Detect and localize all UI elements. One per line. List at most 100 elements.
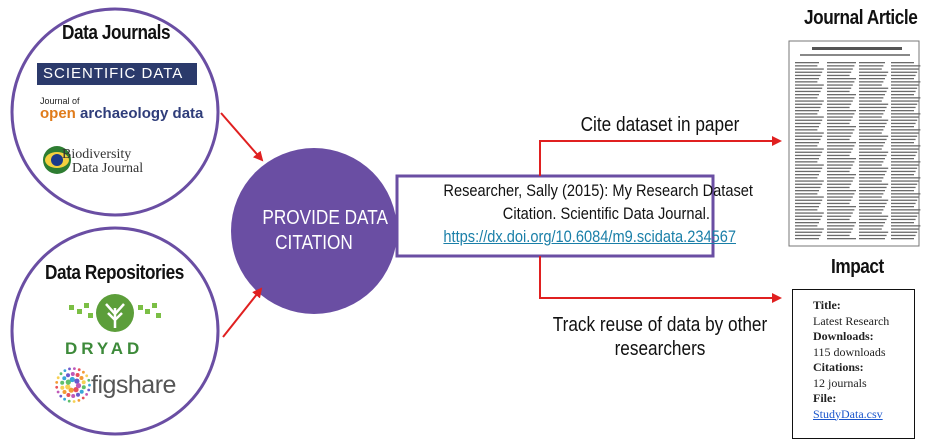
article-text-line xyxy=(827,231,852,233)
article-text-line xyxy=(859,100,882,102)
article-text-line xyxy=(827,180,853,182)
article-text-line xyxy=(795,94,819,96)
figshare-dot xyxy=(81,396,85,400)
article-text-line xyxy=(795,145,818,147)
article-text-line xyxy=(827,164,853,166)
open-word: open xyxy=(40,105,76,122)
biodiversity-line1: Biodiversity xyxy=(62,147,132,162)
article-text-line xyxy=(795,161,818,163)
article-text-line xyxy=(795,151,823,153)
figshare-dot xyxy=(68,387,74,393)
dryad-tree-icon xyxy=(69,294,161,332)
article-text-line xyxy=(827,148,853,150)
article-text-line xyxy=(795,103,823,105)
article-text-line xyxy=(795,90,821,93)
article-text-line xyxy=(891,122,916,125)
article-text-line xyxy=(795,119,823,121)
article-text-line xyxy=(891,74,916,77)
article-text-line xyxy=(827,74,850,77)
article-text-line xyxy=(891,231,918,233)
figshare-dot xyxy=(88,383,91,387)
article-text-line xyxy=(891,97,921,99)
dryad-logo-text: DRYAD xyxy=(65,339,144,358)
article-text-line xyxy=(891,81,921,83)
article-text-line xyxy=(859,106,887,109)
journals-to-center-arrow xyxy=(220,112,264,162)
article-text-line xyxy=(891,202,916,205)
article-text-line xyxy=(859,225,884,227)
article-text-line xyxy=(859,87,889,89)
article-text-line xyxy=(859,183,889,185)
impact-downloads-value: 115 downloads xyxy=(813,344,886,359)
article-text-line xyxy=(827,183,852,185)
article-text-line xyxy=(795,183,823,185)
article-text-line xyxy=(827,100,853,102)
article-text-line xyxy=(891,193,921,195)
figshare-dot xyxy=(81,380,86,385)
impact-file-link[interactable]: StudyData.csv xyxy=(813,406,883,421)
track-reuse-line1: Track reuse of data by other xyxy=(552,314,768,336)
article-text-line xyxy=(859,215,889,217)
figshare-dot xyxy=(60,385,65,390)
article-text-line xyxy=(827,228,853,230)
figshare-dot xyxy=(75,383,82,389)
article-text-line xyxy=(795,135,823,137)
article-text-line xyxy=(859,132,882,134)
article-text-line xyxy=(859,135,889,137)
article-text-line xyxy=(859,177,884,179)
biodiversity-logo-icon xyxy=(43,146,71,174)
figshare-dot xyxy=(66,393,71,397)
track-reuse-line2: researchers xyxy=(614,338,706,360)
article-text-line xyxy=(891,90,916,93)
article-text-line xyxy=(891,68,919,70)
article-text-line xyxy=(827,158,856,160)
article-text-line xyxy=(795,186,821,189)
article-text-line xyxy=(859,97,884,99)
citation-box xyxy=(395,174,715,258)
article-text-line xyxy=(859,164,882,166)
article-text-line xyxy=(795,212,824,214)
article-text-line xyxy=(891,177,921,179)
figshare-dot xyxy=(62,376,67,381)
article-text-line xyxy=(827,122,850,125)
article-text-line xyxy=(795,206,819,208)
article-text-line xyxy=(795,238,819,240)
figshare-dot xyxy=(62,390,67,394)
citation-doi-link[interactable]: https://dx.doi.org/10.6084/m9.scidata.23… xyxy=(443,227,737,246)
figshare-dot xyxy=(82,370,85,374)
article-text-line xyxy=(827,193,855,195)
article-text-line xyxy=(795,74,821,77)
article-text-line xyxy=(827,94,856,96)
article-text-line xyxy=(859,65,884,67)
article-text-line xyxy=(891,151,918,153)
impact-title-label: Title: xyxy=(813,298,841,312)
article-text-line xyxy=(795,65,818,67)
article-text-line xyxy=(891,103,918,105)
article-text-line xyxy=(827,215,852,217)
article-text-line xyxy=(795,87,823,89)
article-text-line xyxy=(891,199,918,201)
impact-downloads-label: Downloads: xyxy=(813,329,874,343)
scientific-data-logo: SCIENTIFIC DATA xyxy=(37,63,197,85)
open-archaeology-data-logo: Journal of open archaeology data xyxy=(40,96,203,122)
article-text-line xyxy=(891,135,918,137)
article-text-line xyxy=(827,78,856,80)
article-text-line xyxy=(827,209,855,211)
article-text-line xyxy=(859,206,885,208)
article-text-line xyxy=(859,110,885,112)
article-text-line xyxy=(795,231,823,233)
article-text-line xyxy=(795,68,824,70)
article-text-line xyxy=(795,110,819,112)
article-text-line xyxy=(827,97,855,99)
archaeology-data-words: archaeology data xyxy=(75,105,204,122)
article-text-line xyxy=(859,234,887,237)
article-text-line xyxy=(795,158,819,160)
article-text-line xyxy=(891,116,919,118)
article-text-line xyxy=(827,170,850,173)
article-text-line xyxy=(827,135,852,137)
impact-heading: Impact xyxy=(831,256,884,278)
article-text-line xyxy=(891,145,921,147)
article-text-line xyxy=(795,113,818,115)
cite-branch-arrow xyxy=(539,136,782,176)
